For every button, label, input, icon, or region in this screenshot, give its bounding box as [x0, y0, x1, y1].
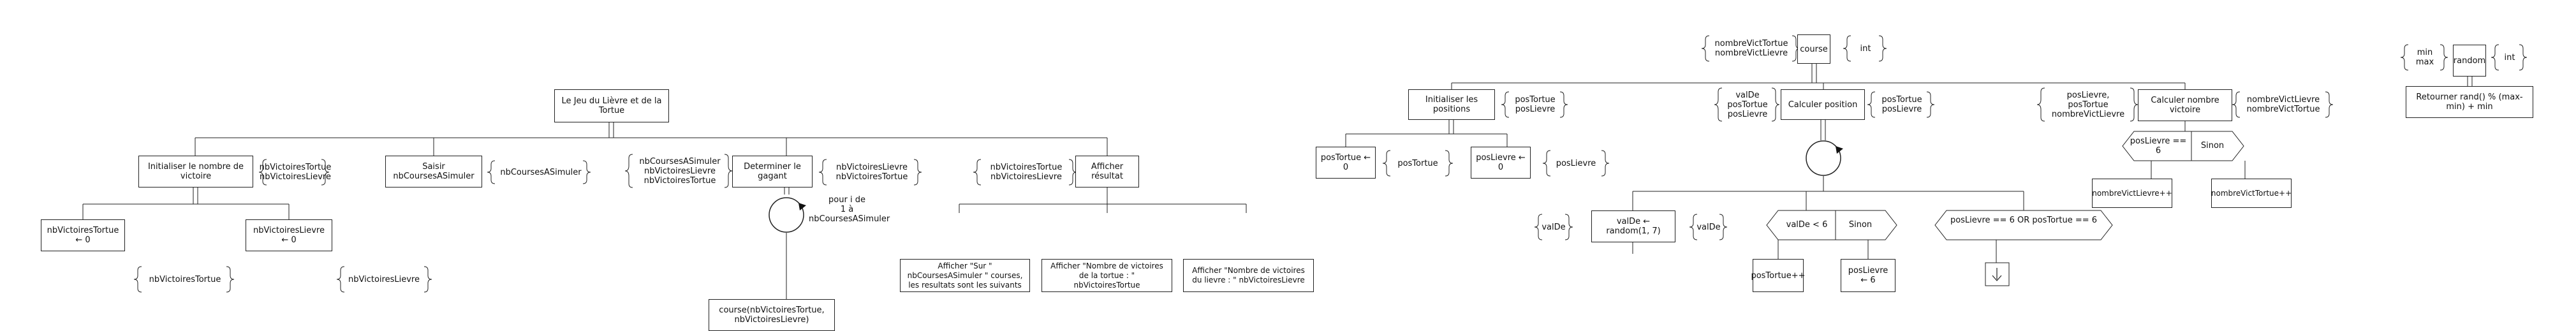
exit-condition-label: posLievre == 6 OR posTortue == 6 — [1950, 216, 2098, 225]
connector-lines — [82, 35, 2528, 299]
course-input: nombreVictTortue nombreVictLievre — [1714, 39, 1788, 58]
determiner-input: nbCoursesASimuler nbVictoiresLievre nbVi… — [639, 156, 721, 186]
nbvl-init-box[interactable]: nbVictoiresLievre ← 0 — [246, 219, 332, 251]
afficher-input: nbVictoiresTortue nbVictoiresLievre — [990, 163, 1063, 182]
afficher-line1-box[interactable]: Afficher "Sur " nbCoursesASimuler " cour… — [900, 259, 1030, 292]
brace-marks — [133, 35, 2528, 293]
poslievre-six-box[interactable]: posLievre ← 6 — [1841, 259, 1895, 292]
cond-valde-label: valDe < 6 — [1786, 220, 1828, 230]
init-victoires-output: nbVictoiresTortue nbVictoiresLievre — [259, 163, 332, 182]
nbvl-output: nbVictoiresLievre — [348, 274, 420, 284]
calc-victoire-input: posLievre, posTortue nombreVictLievre — [2051, 90, 2125, 119]
valde-input: valDe — [1542, 222, 1566, 232]
nbvt-output: nbVictoiresTortue — [149, 274, 221, 284]
calc-position-output: posTortue posLievre — [1881, 95, 1922, 114]
random-name-box[interactable]: random — [2453, 45, 2486, 77]
sinon-label-2: Sinon — [2200, 141, 2225, 151]
calc-position-box[interactable]: Calculer position — [1781, 89, 1865, 120]
init-positions-box[interactable]: Initialiser les positions — [1408, 89, 1495, 120]
inc-victlievre-box[interactable]: nombreVictLievre++ — [2092, 179, 2172, 208]
course-output: int — [1860, 43, 1871, 54]
nbvt-init-box[interactable]: nbVictoiresTortue ← 0 — [41, 219, 125, 251]
inc-victtortue-box[interactable]: nombreVictTortue++ — [2211, 179, 2292, 208]
afficher-box[interactable]: Afficher résultat — [1075, 156, 1139, 188]
random-output: int — [2504, 52, 2515, 63]
condition-shapes — [1766, 131, 2244, 240]
calc-position-input: valDe posTortue posLievre — [1727, 90, 1768, 119]
loop-arrowheads — [799, 146, 1843, 210]
cond-lievre-label: posLievre == 6 — [2130, 136, 2187, 156]
course-call-box[interactable]: course(nbVictoiresTortue, nbVictoiresLie… — [709, 299, 835, 331]
valde-random-box[interactable]: valDe ← random(1, 7) — [1591, 210, 1675, 242]
root-box[interactable]: Le Jeu du Lièvre et de la Tortue — [554, 89, 669, 122]
random-return-box[interactable]: Retourner rand() % (max-min) + min — [2406, 86, 2533, 118]
saisir-output: nbCoursesASimuler — [500, 167, 582, 177]
postortue-inc-box[interactable]: posTortue++ — [1751, 259, 1806, 292]
init-positions-output: posTortue posLievre — [1515, 95, 1556, 114]
afficher-line2-box[interactable]: Afficher "Nombre de victoires de la tort… — [1041, 259, 1172, 292]
calc-victoire-output: nombreVictLievre nombreVictTortue — [2246, 95, 2320, 114]
loop-icons — [769, 140, 1841, 233]
poslievre-zero-box[interactable]: posLievre ← 0 — [1471, 147, 1531, 179]
sinon-label-1: Sinon — [1848, 220, 1873, 230]
determiner-box[interactable]: Determiner le gagant — [732, 156, 813, 188]
random-input: min max — [2415, 48, 2434, 67]
postortue-zero-box[interactable]: posTortue ← 0 — [1316, 147, 1376, 179]
init-victoires-box[interactable]: Initialiser le nombre de victoire — [138, 156, 253, 188]
postortue-zero-output: posTortue — [1397, 158, 1438, 168]
valde-output: valDe — [1696, 222, 1721, 232]
course-name-box[interactable]: course — [1797, 34, 1830, 64]
calc-victoire-box[interactable]: Calculer nombre victoire — [2138, 89, 2232, 121]
loop-label: pour i de 1 à nbCoursesASimuler — [809, 195, 890, 224]
afficher-line3-box[interactable]: Afficher "Nombre de victoires du lievre … — [1183, 259, 1314, 292]
determiner-output: nbVictoiresLievre nbVictoiresTortue — [835, 163, 908, 182]
poslievre-zero-output: posLievre — [1556, 158, 1596, 168]
saisir-box[interactable]: Saisir nbCoursesASimuler — [385, 156, 482, 188]
